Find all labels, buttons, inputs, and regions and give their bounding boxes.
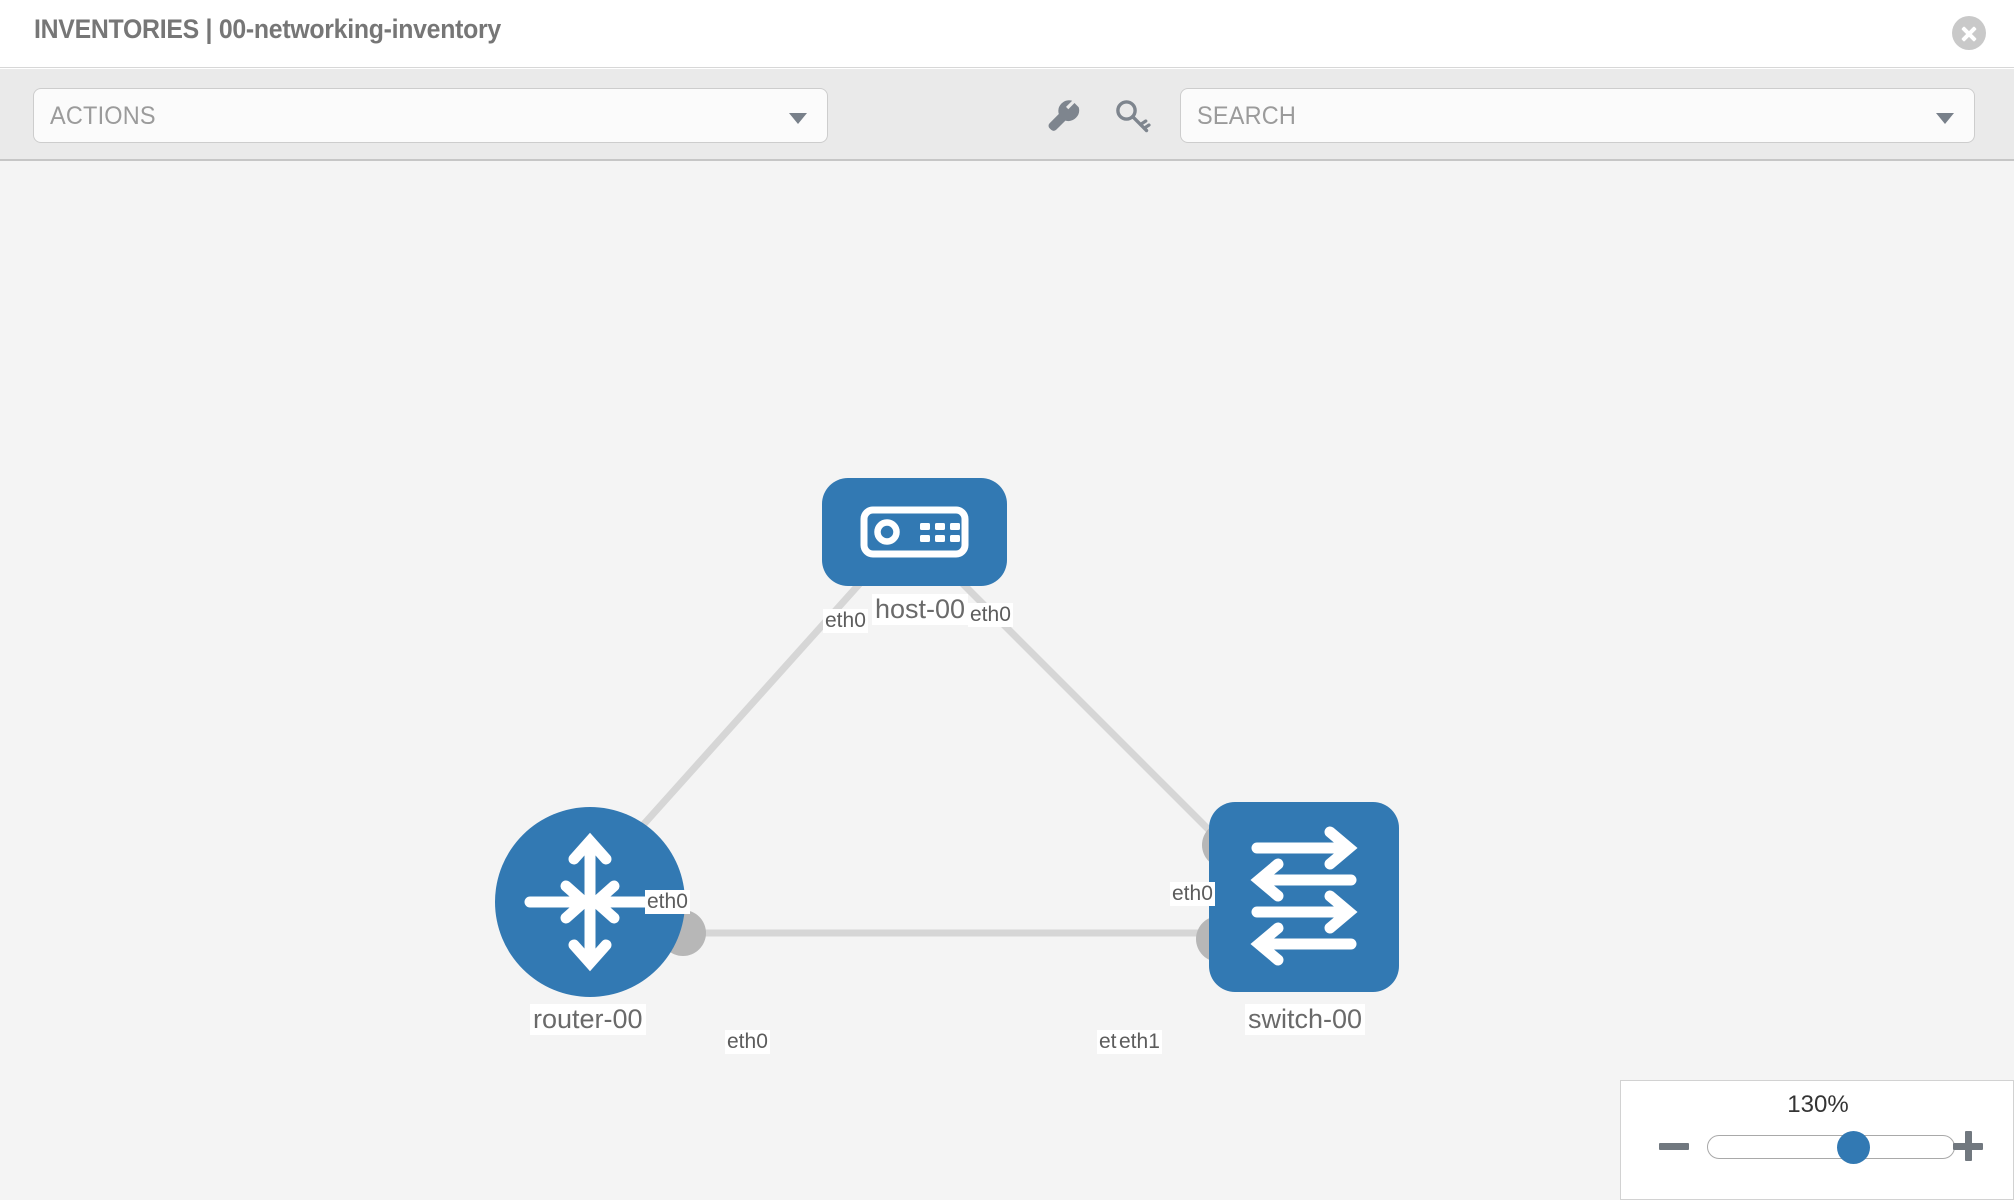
node-label-host-00: host-00: [872, 594, 969, 626]
search-input-label: SEARCH: [1197, 102, 1297, 130]
page-title: INVENTORIES | 00-networking-inventory: [34, 14, 501, 44]
node-label-router-00: router-00: [530, 1004, 646, 1036]
wrench-icon[interactable]: [1044, 97, 1082, 135]
topology-links: [596, 557, 1244, 937]
node-label-switch-00: switch-00: [1245, 1004, 1366, 1036]
topology-canvas[interactable]: host-00 router-00: [0, 161, 2014, 1200]
search-dropdown[interactable]: SEARCH: [1180, 88, 1975, 143]
zoom-control-panel: 130%: [1620, 1080, 2014, 1200]
interface-label: eth0: [823, 609, 868, 634]
close-icon[interactable]: [1952, 16, 1986, 50]
zoom-slider-thumb[interactable]: [1837, 1131, 1870, 1164]
toolbar: ACTIONS SEARCH: [0, 69, 2014, 161]
zoom-slider-track[interactable]: [1707, 1131, 1955, 1164]
interface-label: eth0: [645, 890, 690, 915]
node-host-00[interactable]: [822, 478, 1007, 586]
actions-dropdown-label: ACTIONS: [50, 102, 156, 130]
zoom-percent-label: 130%: [1787, 1091, 1849, 1118]
chevron-down-icon: [789, 113, 807, 124]
interface-label: eth0: [1170, 882, 1215, 907]
titlebar: INVENTORIES | 00-networking-inventory: [0, 0, 2014, 68]
interface-label: eth0: [968, 603, 1013, 628]
zoom-out-button[interactable]: [1657, 1129, 1691, 1163]
zoom-in-button[interactable]: [1951, 1129, 1985, 1163]
interface-label: eth0: [725, 1030, 770, 1055]
node-switch-00[interactable]: [1209, 802, 1399, 992]
interface-label: eth1: [1117, 1030, 1162, 1055]
actions-dropdown[interactable]: ACTIONS: [33, 88, 828, 143]
key-icon[interactable]: [1113, 97, 1151, 135]
chevron-down-icon: [1936, 113, 1954, 124]
